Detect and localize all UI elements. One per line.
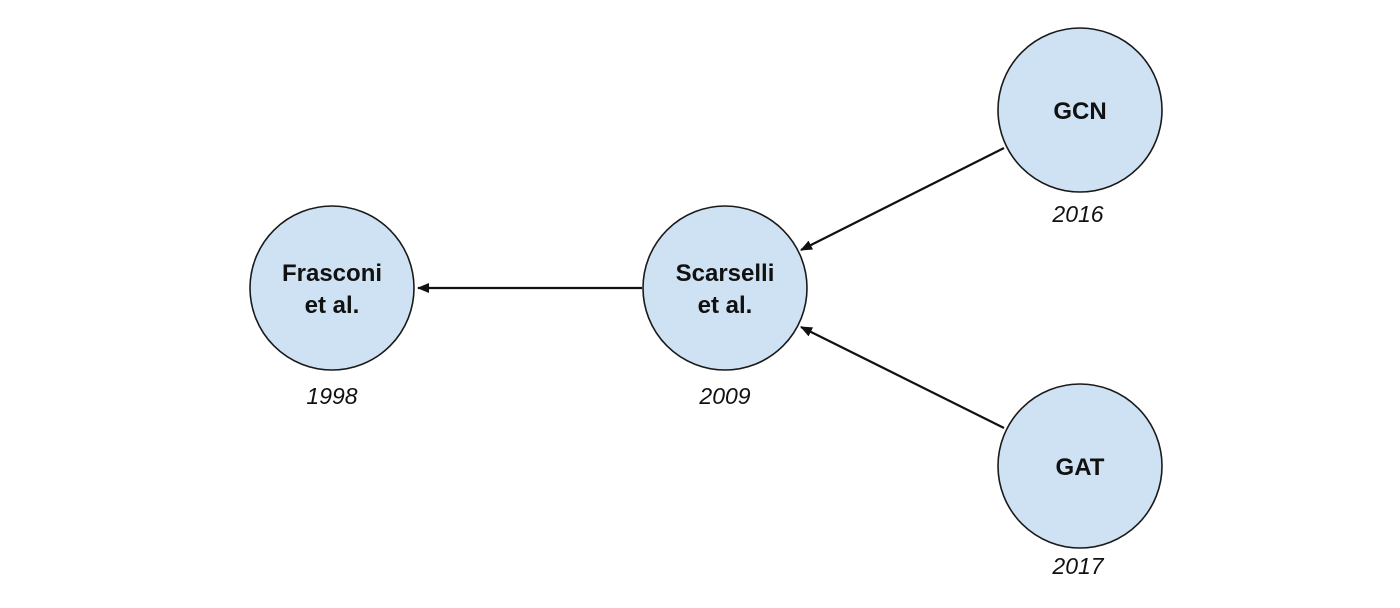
- node-scarselli-year: 2009: [698, 383, 750, 409]
- node-gcn-label: GCN: [1053, 98, 1106, 125]
- node-gcn-circle: [997, 27, 1163, 193]
- node-scarselli-circle: [642, 205, 808, 371]
- node-scarselli-label-line2: et al.: [698, 292, 753, 319]
- edges: [417, 147, 1005, 429]
- node-frasconi-label-line1: Frasconi: [282, 260, 382, 287]
- edge-gat-to-scarselli: [800, 326, 1005, 429]
- node-gat-label: GAT: [1056, 454, 1105, 481]
- node-gat-circle: [997, 383, 1163, 549]
- node-frasconi-circle: [249, 205, 415, 371]
- node-gat-year: 2017: [1051, 553, 1104, 579]
- node-frasconi: Frasconi et al. 1998: [249, 205, 415, 409]
- node-scarselli: Scarselli et al. 2009: [642, 205, 808, 409]
- node-frasconi-label-line2: et al.: [305, 292, 360, 319]
- node-gat: GAT 2017: [997, 383, 1163, 579]
- edge-gcn-to-scarselli: [800, 147, 1005, 251]
- node-frasconi-year: 1998: [306, 383, 357, 409]
- node-scarselli-label-line1: Scarselli: [676, 260, 775, 287]
- node-gcn: GCN 2016: [997, 27, 1163, 227]
- node-gcn-year: 2016: [1051, 201, 1103, 227]
